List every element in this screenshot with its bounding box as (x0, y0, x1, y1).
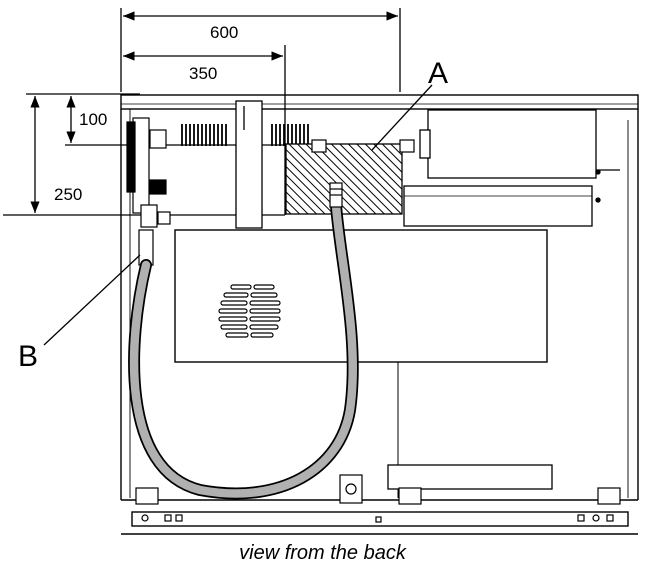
label-b: B (18, 340, 38, 373)
vent-slots-left (181, 124, 227, 146)
dimension-600 (120, 8, 401, 92)
appliance-cabinet (120, 94, 639, 535)
left-valve-assembly (126, 117, 171, 266)
panel-vent-grille (218, 284, 281, 338)
dimension-100 (58, 93, 325, 146)
right-lower-module (403, 185, 601, 227)
dimension-350-label: 350 (189, 64, 217, 83)
figure-caption: view from the back (239, 542, 406, 564)
dimension-100-label: 100 (79, 110, 107, 129)
pointer-line-a (371, 84, 433, 151)
water-hose (128, 199, 359, 500)
hose-connector (329, 182, 343, 208)
center-bracket (235, 100, 263, 229)
pointer-line-b (43, 254, 141, 346)
dimension-600-label: 600 (210, 23, 238, 42)
dimension-250-label: 250 (54, 185, 82, 204)
label-a: A (428, 57, 448, 90)
bottom-plate (387, 464, 553, 490)
connection-area-a (285, 143, 403, 215)
right-upper-module (419, 109, 620, 179)
dimension-350 (122, 45, 286, 215)
vent-slots-right (271, 124, 309, 146)
area-a-clips (311, 139, 415, 153)
feet-brackets (135, 474, 621, 523)
